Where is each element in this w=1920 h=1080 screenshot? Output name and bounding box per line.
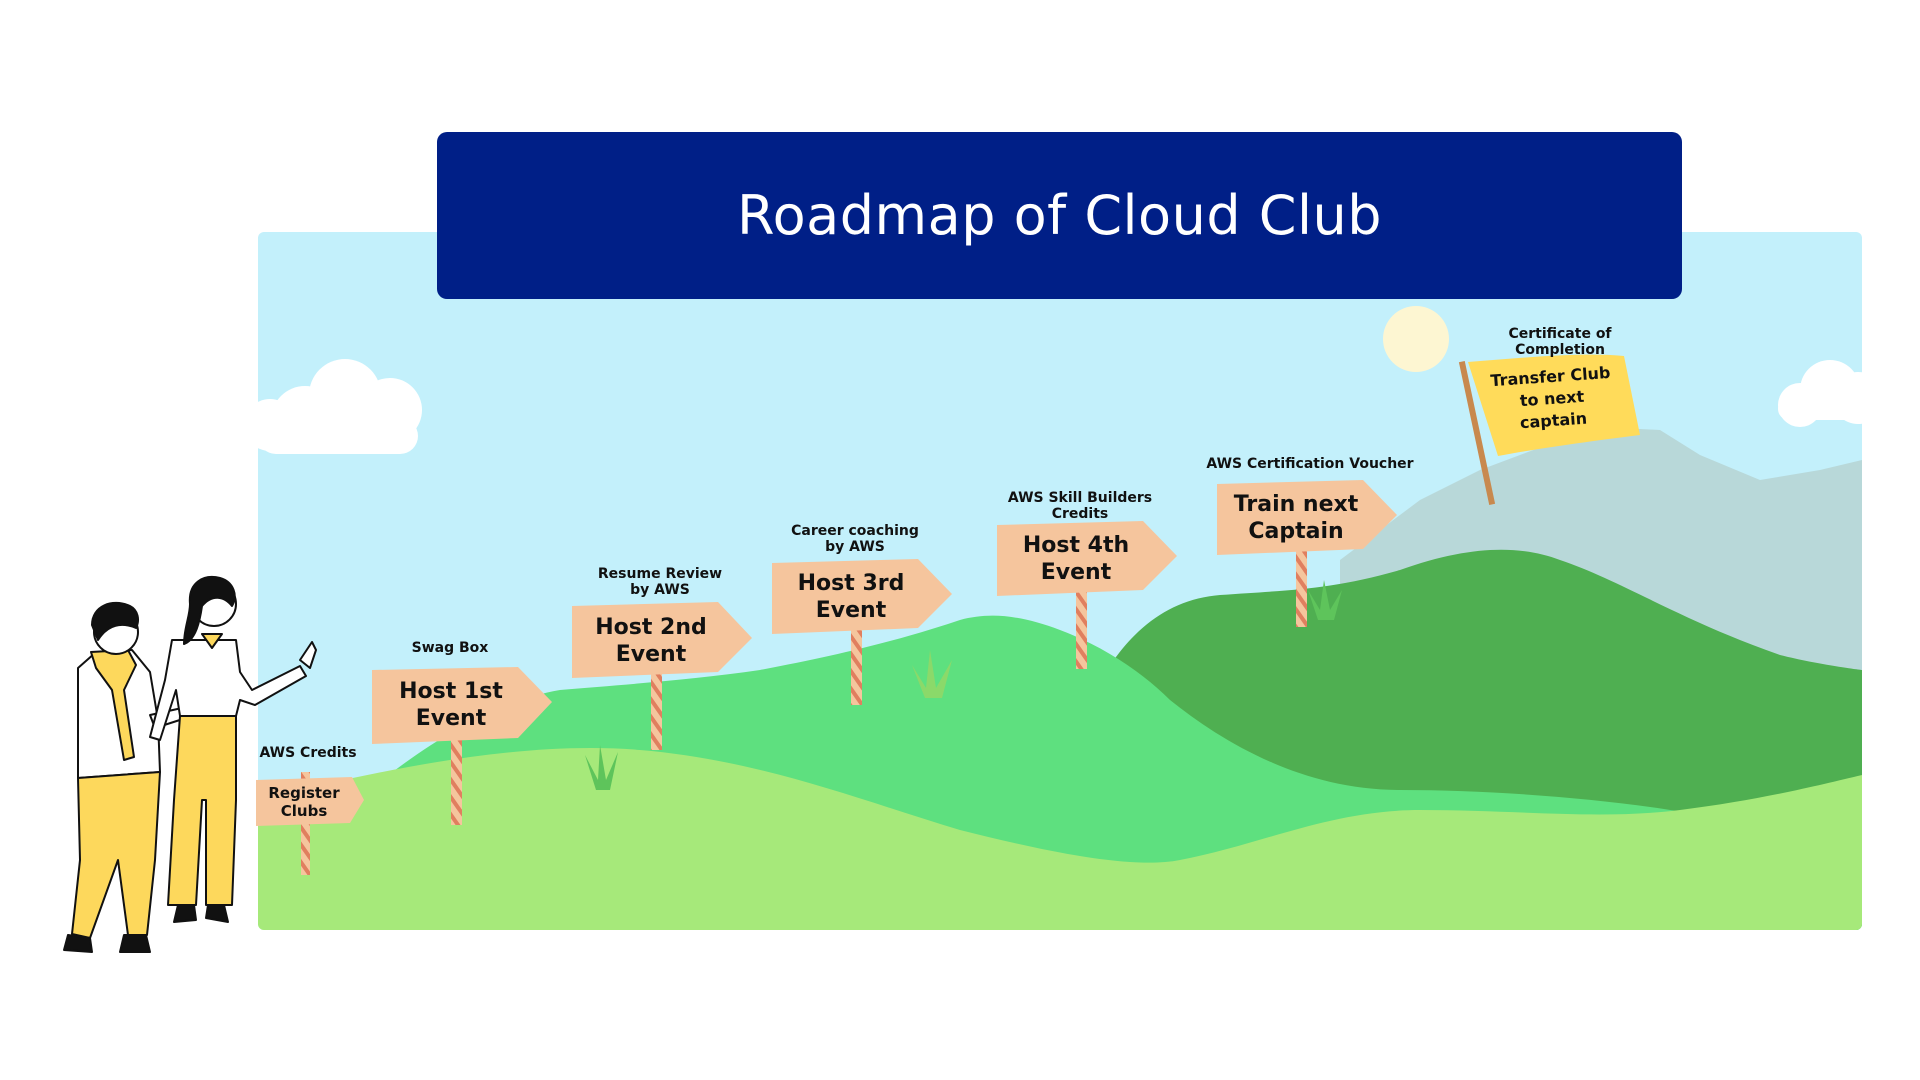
sign-board-2 bbox=[372, 667, 552, 744]
post-4 bbox=[851, 625, 862, 705]
milestone-5-sign: Host 4th Event bbox=[1022, 533, 1130, 585]
milestone-3-reward: Resume Review by AWS bbox=[597, 566, 723, 598]
milestone-4-reward: Career coaching by AWS bbox=[791, 523, 919, 555]
people-illustration bbox=[63, 576, 317, 953]
final-reward: Certificate of Completion bbox=[1508, 326, 1612, 358]
page-title: Roadmap of Cloud Club bbox=[737, 184, 1382, 247]
grass-tuft-2 bbox=[912, 650, 952, 698]
milestone-3-sign: Host 2nd Event bbox=[595, 615, 707, 667]
sign-board-3 bbox=[572, 602, 752, 678]
title-banner: Roadmap of Cloud Club bbox=[437, 132, 1682, 299]
milestone-6-reward: AWS Certification Voucher bbox=[1206, 456, 1414, 472]
milestone-1-sign: Register Clubs bbox=[268, 784, 340, 820]
flag bbox=[1468, 354, 1640, 456]
post-5 bbox=[1076, 587, 1087, 669]
flag-text: Transfer Club to next captain bbox=[1489, 362, 1611, 433]
milestone-6-sign: Train next Captain bbox=[1233, 492, 1359, 544]
hill-front bbox=[258, 748, 1862, 930]
post-6 bbox=[1296, 547, 1307, 627]
milestone-2-sign: Host 1st Event bbox=[399, 679, 503, 731]
flag-pole bbox=[1458, 360, 1496, 506]
sign-board-1 bbox=[256, 777, 364, 826]
milestone-5-reward: AWS Skill Builders Credits bbox=[1007, 490, 1153, 522]
cloud-left bbox=[258, 359, 422, 454]
post-3 bbox=[651, 670, 662, 750]
sign-board-6 bbox=[1217, 480, 1397, 555]
sign-board-5 bbox=[997, 521, 1177, 596]
cloud-right bbox=[1778, 360, 1862, 427]
grass-tuft-1 bbox=[585, 745, 618, 790]
sign-board-4 bbox=[772, 559, 952, 634]
sun bbox=[1383, 306, 1449, 372]
milestone-2-reward: Swag Box bbox=[411, 640, 489, 656]
post-2 bbox=[451, 730, 462, 825]
milestone-4-sign: Host 3rd Event bbox=[797, 571, 905, 623]
milestone-1-reward: AWS Credits bbox=[259, 745, 357, 761]
grass-tuft-3 bbox=[1308, 580, 1342, 620]
